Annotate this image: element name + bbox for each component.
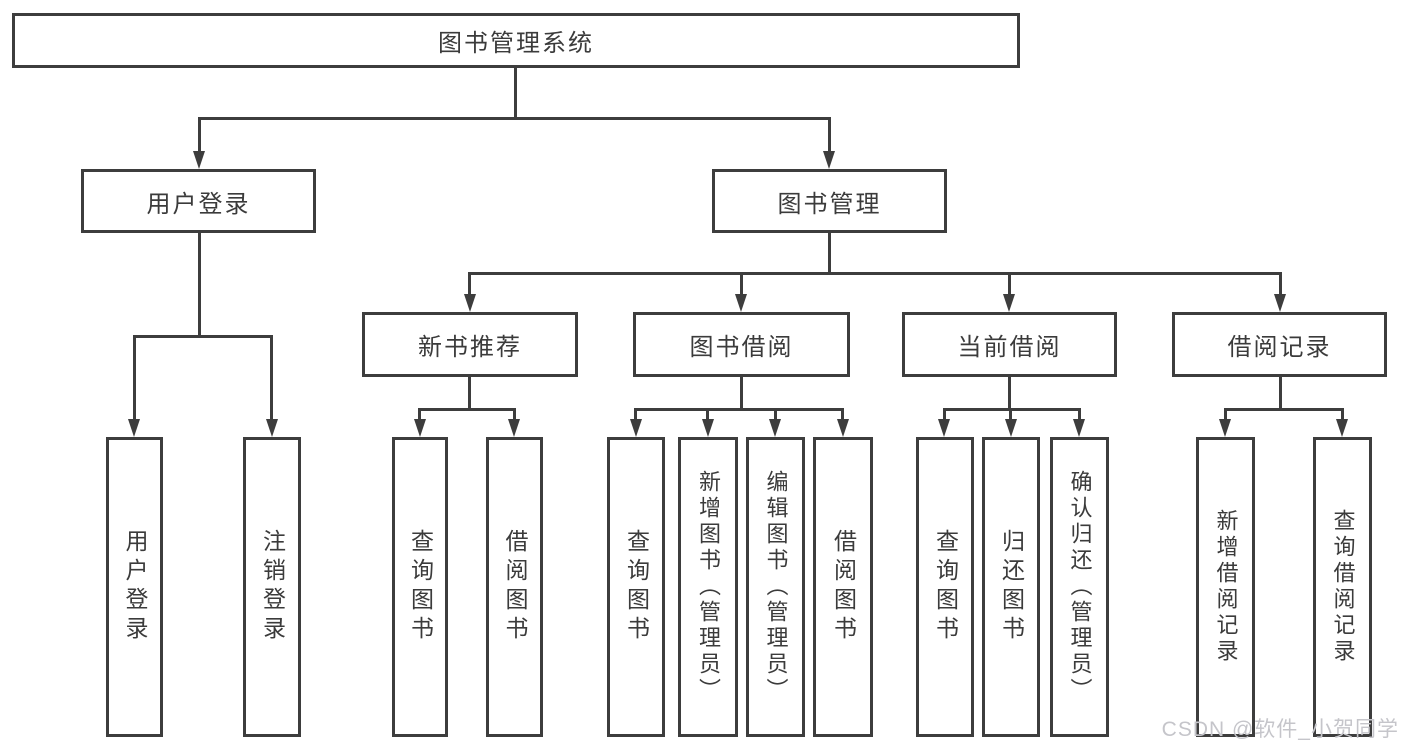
node-label: 新增借阅记录 [1213, 509, 1239, 665]
connector-line [1341, 408, 1344, 421]
node-label: 查询借阅记录 [1330, 509, 1356, 665]
node-borrow-records: 借阅记录 [1172, 312, 1387, 377]
node-label: 当前借阅 [957, 334, 1062, 361]
connector-line [1279, 377, 1282, 408]
arrowhead-down-icon [702, 419, 714, 437]
connector-line [634, 408, 844, 411]
node-label: 编辑图书（管理员） [763, 470, 789, 704]
connector-line [1224, 408, 1227, 421]
arrowhead-down-icon [1003, 294, 1015, 312]
node-label: 借阅记录 [1227, 334, 1332, 361]
node-label: 借阅图书 [830, 529, 857, 645]
arrowhead-down-icon [1073, 419, 1085, 437]
node-new-book-recommend: 新书推荐 [362, 312, 578, 377]
leaf-borrow-edit-books-admin: 编辑图书（管理员） [746, 437, 805, 737]
arrowhead-down-icon [193, 151, 205, 169]
leaf-records-query-record: 查询借阅记录 [1313, 437, 1372, 737]
node-label: 查询图书 [932, 529, 959, 645]
arrowhead-down-icon [735, 294, 747, 312]
arrowhead-down-icon [464, 294, 476, 312]
node-label: 图书管理 [777, 190, 882, 218]
connector-line [133, 335, 136, 421]
node-label: 图书借阅 [689, 334, 794, 361]
connector-line [270, 335, 273, 421]
arrowhead-down-icon [769, 419, 781, 437]
arrowhead-down-icon [1005, 419, 1017, 437]
node-book-borrow: 图书借阅 [633, 312, 850, 377]
arrowhead-down-icon [938, 419, 950, 437]
connector-line [468, 272, 471, 296]
connector-line [841, 408, 844, 421]
connector-line [513, 408, 516, 421]
leaf-borrow-add-books-admin: 新增图书（管理员） [678, 437, 738, 737]
node-label: 新增图书（管理员） [696, 470, 721, 704]
arrowhead-down-icon [508, 419, 520, 437]
connector-line [943, 408, 946, 421]
connector-line [740, 377, 743, 408]
leaf-current-query-books: 查询图书 [916, 437, 974, 737]
connector-line [133, 335, 273, 338]
connector-line [514, 68, 517, 117]
connector-line [828, 117, 831, 153]
connector-line [774, 408, 777, 421]
node-label: 查询图书 [407, 529, 434, 645]
connector-line [1078, 408, 1081, 421]
arrowhead-down-icon [414, 419, 426, 437]
connector-line [828, 233, 831, 272]
connector-line [706, 408, 709, 421]
node-label: 用户登录 [122, 529, 148, 645]
leaf-borrow-borrow-books: 借阅图书 [813, 437, 873, 737]
csdn-watermark: CSDN @软件_小贺同学 [1161, 718, 1399, 741]
node-label: 图书管理系统 [438, 30, 594, 57]
connector-line [418, 408, 516, 411]
node-user-login-branch: 用户登录 [81, 169, 316, 233]
connector-line [1279, 272, 1282, 296]
leaf-recommend-query-books: 查询图书 [392, 437, 448, 737]
connector-line [418, 408, 421, 421]
connector-line [634, 408, 637, 421]
arrowhead-down-icon [837, 419, 849, 437]
leaf-recommend-borrow-books: 借阅图书 [486, 437, 543, 737]
arrowhead-down-icon [630, 419, 642, 437]
arrowhead-down-icon [266, 419, 278, 437]
node-label: 新书推荐 [418, 334, 522, 361]
connector-line [198, 233, 201, 335]
connector-line [1008, 377, 1011, 408]
node-label: 归还图书 [998, 529, 1025, 645]
node-library-system: 图书管理系统 [12, 13, 1020, 68]
arrowhead-down-icon [823, 151, 835, 169]
leaf-records-add-record: 新增借阅记录 [1196, 437, 1255, 737]
arrowhead-down-icon [128, 419, 140, 437]
connector-line [468, 272, 1282, 275]
node-label: 查询图书 [623, 529, 650, 645]
node-label: 注销登录 [259, 529, 286, 645]
node-label: 用户登录 [146, 190, 251, 218]
node-book-management: 图书管理 [712, 169, 947, 233]
connector-line [943, 408, 1081, 411]
node-label: 借阅图书 [502, 529, 528, 645]
leaf-user-login: 用户登录 [106, 437, 163, 737]
connector-line [740, 272, 743, 296]
leaf-current-return-books: 归还图书 [982, 437, 1040, 737]
arrowhead-down-icon [1336, 419, 1348, 437]
arrowhead-down-icon [1274, 294, 1286, 312]
arrowhead-down-icon [1219, 419, 1231, 437]
connector-line [1009, 408, 1012, 421]
node-label: 确认归还（管理员） [1067, 470, 1093, 704]
leaf-current-confirm-return-admin: 确认归还（管理员） [1050, 437, 1109, 737]
leaf-borrow-query-books: 查询图书 [607, 437, 665, 737]
connector-line [468, 377, 471, 408]
connector-line [198, 117, 831, 120]
leaf-logout: 注销登录 [243, 437, 301, 737]
connector-line [1224, 408, 1344, 411]
connector-line [198, 117, 201, 153]
connector-line [1008, 272, 1011, 296]
node-current-borrow: 当前借阅 [902, 312, 1117, 377]
